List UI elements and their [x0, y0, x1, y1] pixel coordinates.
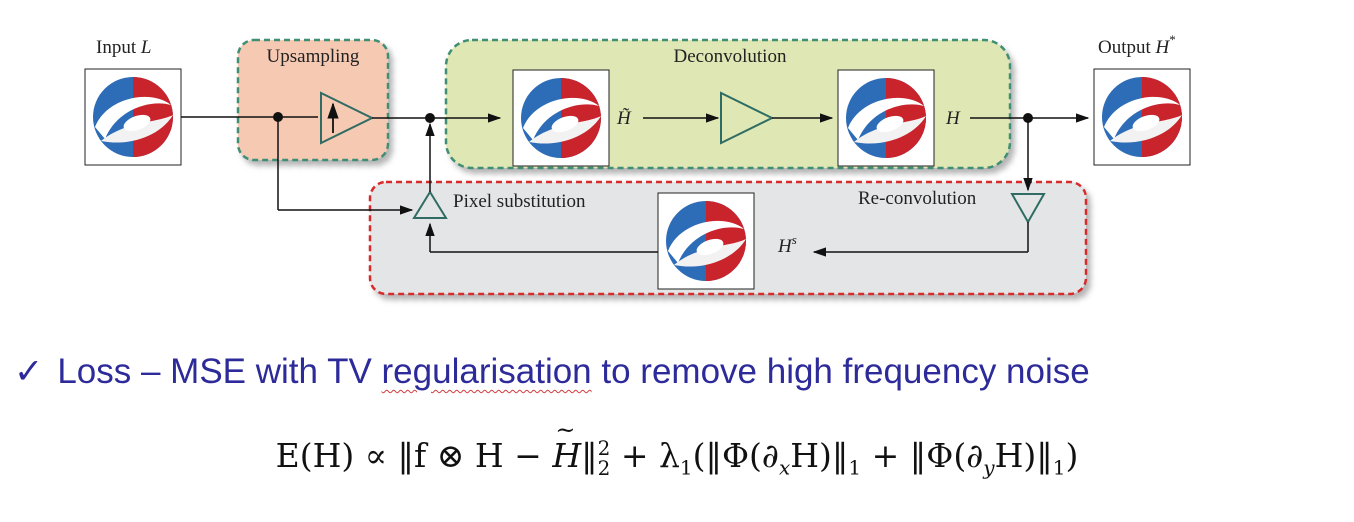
bullet-text-start: Loss – MSE with TV — [57, 352, 382, 391]
loss-bullet: ✓ Loss – MSE with TV regularisation to re… — [14, 352, 1090, 392]
reconvolution-label: Re-convolution — [858, 188, 977, 209]
h-tilde-image-icon — [512, 69, 610, 167]
bullet-text-end: to remove high frequency noise — [591, 352, 1090, 391]
pixel-substitution-label: Pixel substitution — [453, 191, 586, 212]
output-image-icon — [1093, 68, 1191, 166]
deconvolution-label: Deconvolution — [674, 46, 787, 67]
h-image-icon — [837, 69, 935, 167]
checkmark-icon: ✓ — [14, 352, 44, 392]
loss-formula: E(H) ∝ ‖f ⊗ H − H‖22 + λ1(‖Φ(∂xH)‖1 + ‖Φ… — [0, 416, 1354, 480]
pipeline-diagram: Upsampling Deconvolution Pixel substitut… — [84, 32, 1191, 296]
upsampling-box — [236, 38, 390, 162]
reconvolution-amplifier-icon — [1010, 193, 1046, 225]
input-image-icon — [84, 68, 182, 166]
hs-image-icon — [657, 192, 755, 290]
bullet-underlined-word: regularisation — [381, 352, 592, 391]
deconvolution-amplifier-icon — [720, 91, 775, 145]
hs-label: Hs — [777, 232, 797, 257]
h-tilde-label: H̃ — [616, 108, 632, 129]
output-label: Output H* — [1098, 32, 1176, 58]
h-label: H — [945, 108, 961, 129]
pixel-substitution-amplifier-icon — [412, 190, 448, 219]
input-label: Input L — [96, 37, 151, 58]
upsampling-label: Upsampling — [267, 46, 360, 67]
upsampling-amplifier-icon — [320, 91, 375, 145]
